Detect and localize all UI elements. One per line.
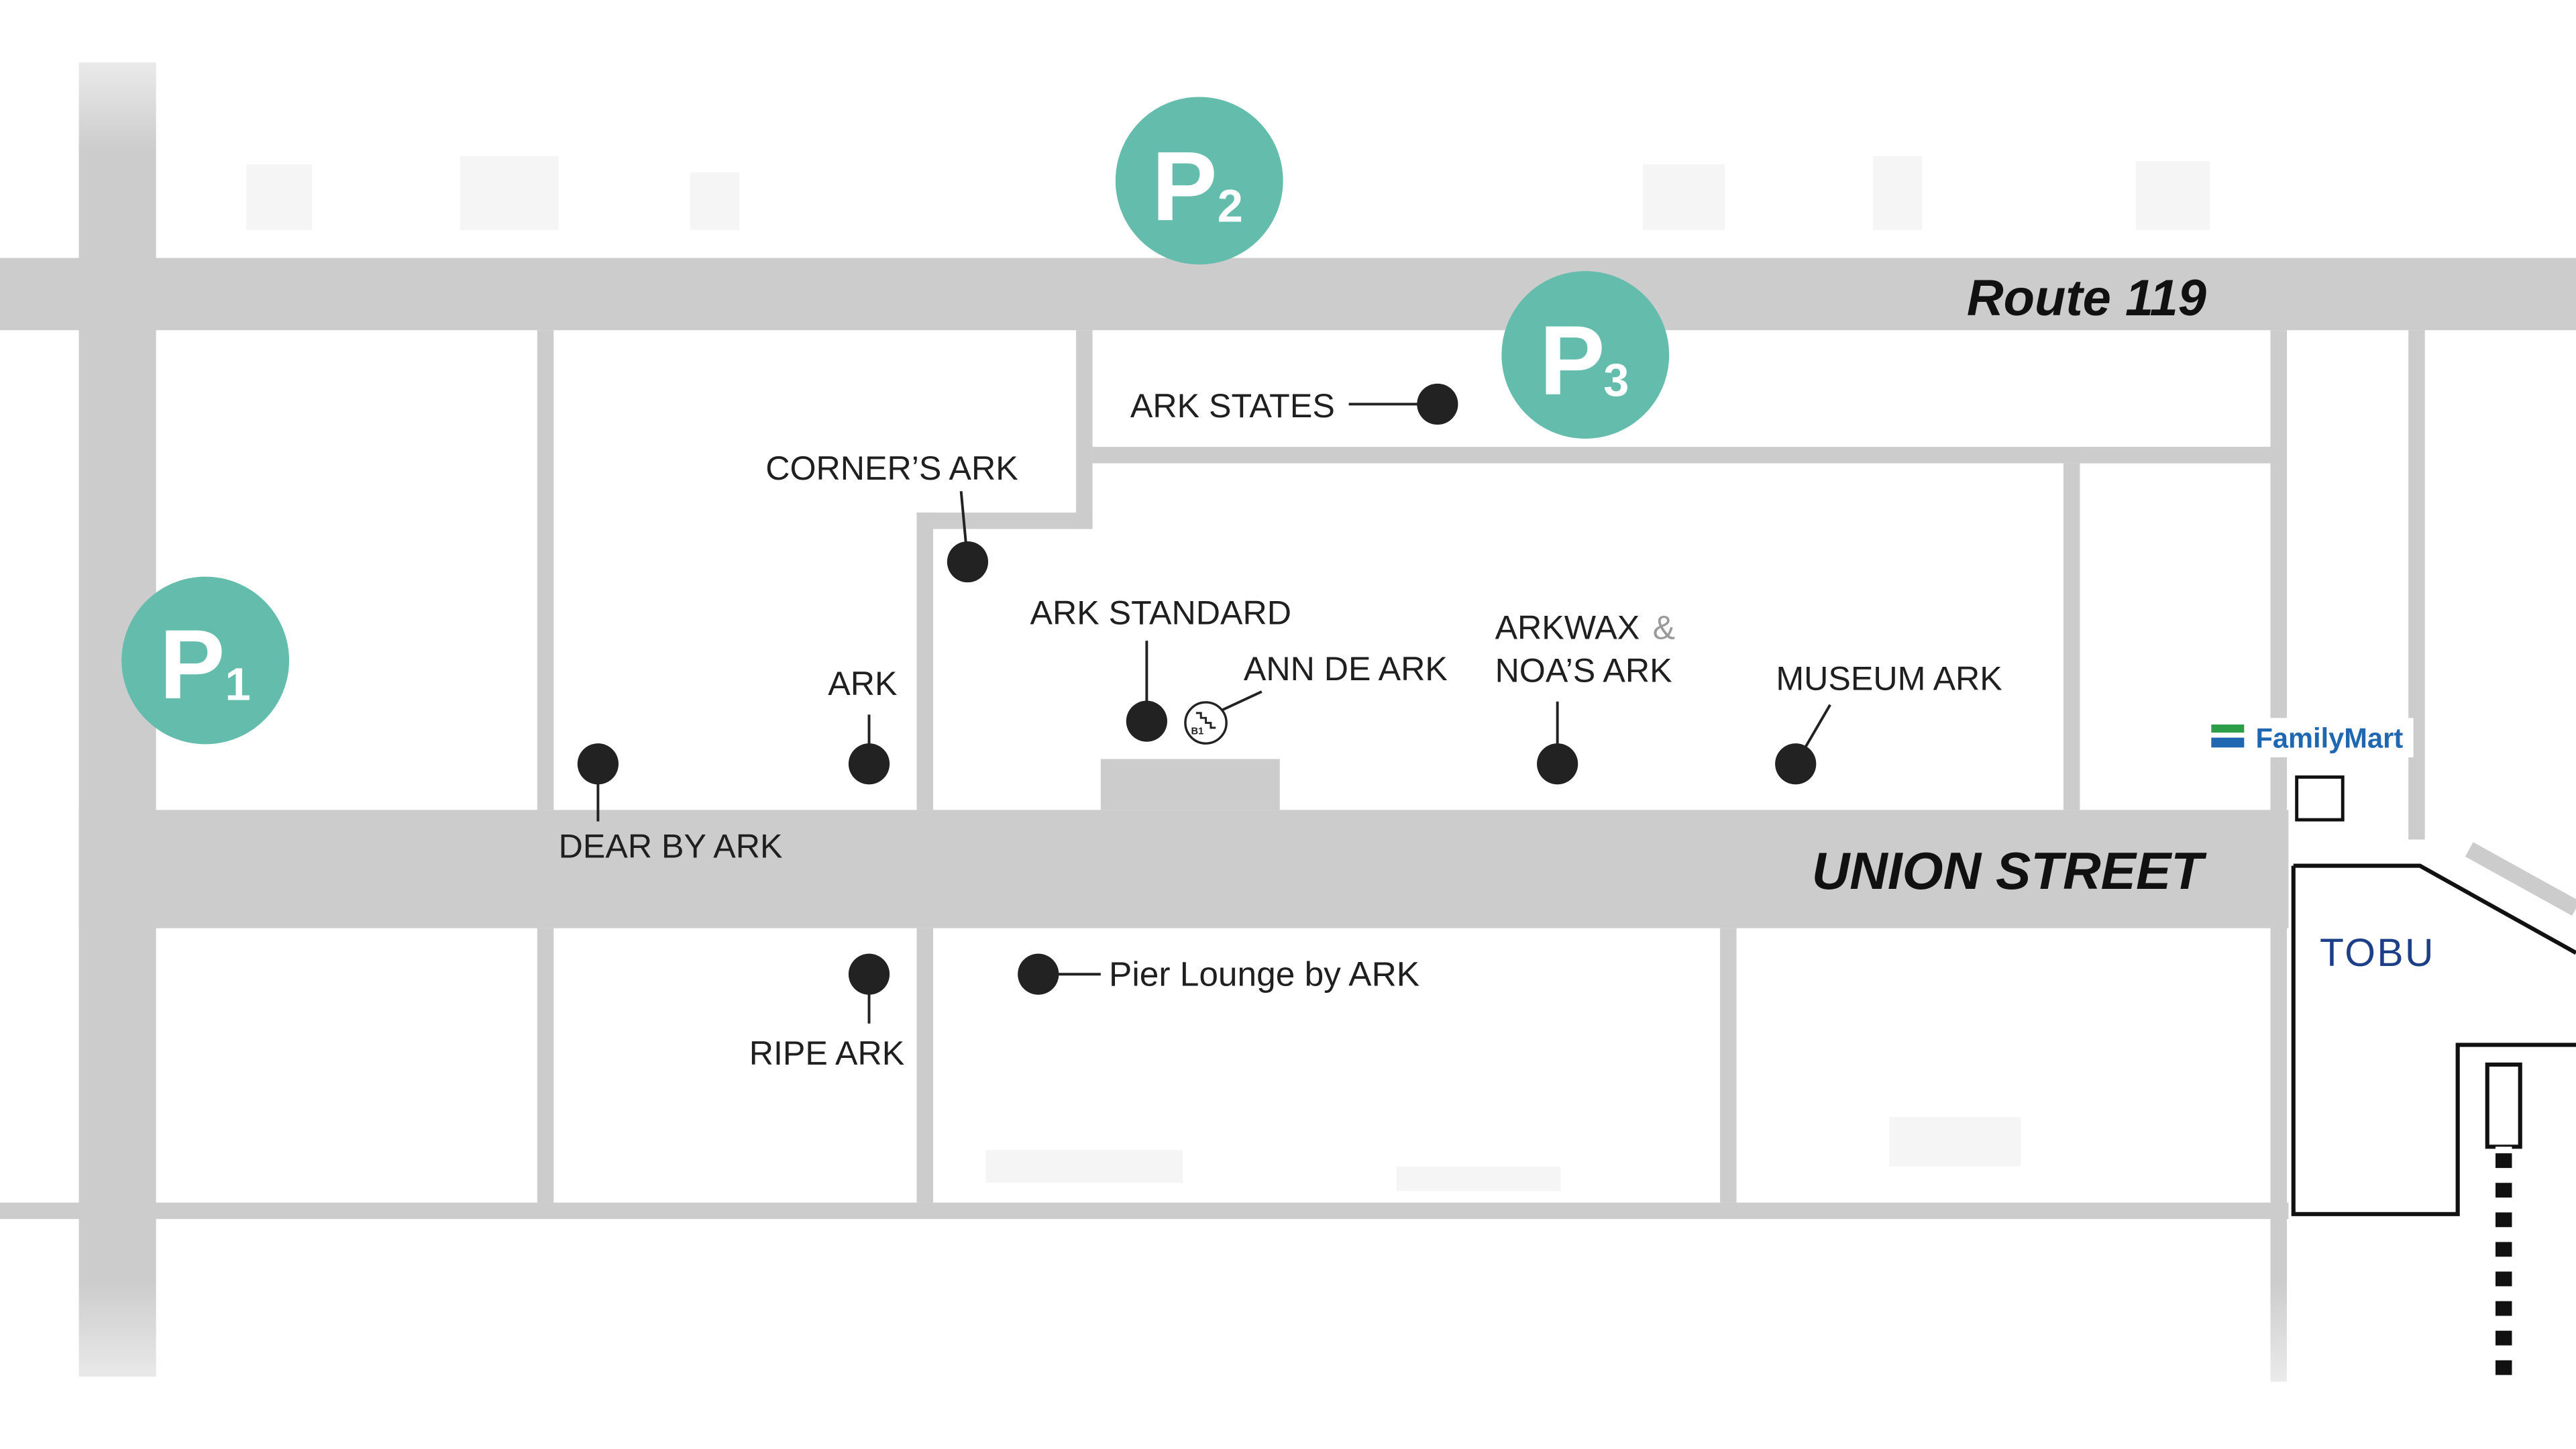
parking-number: 1 xyxy=(225,658,251,710)
road-label-union-street: UNION STREET xyxy=(1812,841,2208,900)
parking-number: 2 xyxy=(1218,180,1243,232)
parking-p1[interactable]: P 1 xyxy=(121,576,290,745)
label-ark: ARK xyxy=(828,665,897,702)
shop-labels: ARK STATES CORNER’S ARK ARK STANDARD ANN… xyxy=(559,387,2002,1072)
road-label-route-119: Route 119 xyxy=(1967,270,2206,327)
tobu-station[interactable]: TOBU xyxy=(2291,842,2576,1377)
label-ampersand: & xyxy=(1653,609,1675,647)
familymart-landmark[interactable]: FamilyMart xyxy=(2206,718,2414,822)
marker-ripe-ark[interactable] xyxy=(848,953,890,995)
building-block xyxy=(1100,759,1280,810)
parking-icon xyxy=(1115,97,1283,265)
parking-p3[interactable]: P 3 xyxy=(1501,271,1670,439)
station-platform xyxy=(2485,1062,2522,1149)
parking-number: 3 xyxy=(1603,354,1629,406)
top-fade xyxy=(0,0,2576,152)
label-dear-by-ark: DEAR BY ARK xyxy=(559,827,783,865)
label-ark-standard: ARK STANDARD xyxy=(1030,594,1291,632)
background-texture xyxy=(246,156,2210,1191)
label-pier-lounge: Pier Lounge by ARK xyxy=(1109,954,1419,993)
marker-ark[interactable] xyxy=(848,743,890,785)
familymart-store-box xyxy=(2295,775,2345,822)
label-noas-ark: NOA’S ARK xyxy=(1495,651,1672,689)
road-union-street xyxy=(78,810,2289,928)
parking-p2[interactable]: P 2 xyxy=(1115,97,1283,265)
marker-ark-standard[interactable] xyxy=(1126,700,1167,742)
label-ark-states: ARK STATES xyxy=(1130,387,1335,425)
label-ripe-ark: RIPE ARK xyxy=(749,1034,905,1072)
label-arkwax: ARKWAX xyxy=(1495,609,1640,647)
side-streets xyxy=(0,330,2425,1382)
marker-arkwax-noas-ark[interactable] xyxy=(1537,743,1578,785)
label-ann-de-ark: ANN DE ARK xyxy=(1244,650,1448,688)
label-museum-ark: MUSEUM ARK xyxy=(1776,660,2002,698)
basement-floor-label: B1 xyxy=(1191,727,1204,737)
station-access-road xyxy=(2465,842,2576,916)
marker-dear-by-ark[interactable] xyxy=(577,743,619,785)
marker-museum-ark[interactable] xyxy=(1775,743,1817,785)
tobu-logo: TOBU xyxy=(2320,931,2435,975)
label-corners-ark: CORNER’S ARK xyxy=(765,449,1018,487)
marker-ark-states[interactable] xyxy=(1417,383,1458,425)
marker-corners-ark[interactable] xyxy=(947,541,989,583)
railway-track xyxy=(2496,1146,2512,1377)
station-outline xyxy=(2291,863,2576,1216)
road-route-119 xyxy=(0,258,2576,331)
parking-letter: P xyxy=(160,610,225,720)
parking-icon xyxy=(121,576,290,745)
parking-letter: P xyxy=(1152,131,1218,241)
shop-markers xyxy=(577,383,1817,995)
bottom-fade xyxy=(0,1281,2576,1449)
marker-pier-lounge[interactable] xyxy=(1018,953,1059,995)
parking-letter: P xyxy=(1540,306,1605,416)
basement-stairs-icon[interactable]: B1 xyxy=(1184,701,1228,745)
parking-icon xyxy=(1501,271,1670,439)
roads xyxy=(0,62,2576,1377)
familymart-label: FamilyMart xyxy=(2255,722,2403,753)
familymart-logo-icon xyxy=(2211,724,2245,748)
